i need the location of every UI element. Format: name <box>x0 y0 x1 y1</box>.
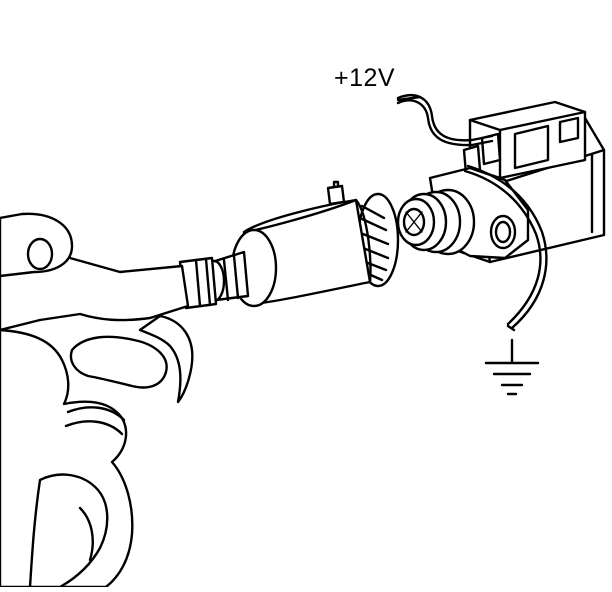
mounting-hole <box>489 214 517 250</box>
air-gun <box>0 212 218 404</box>
gun-hanger-hole <box>26 237 54 271</box>
hand <box>0 328 168 589</box>
voltage-label: +12V <box>334 64 396 92</box>
wiring <box>396 93 548 396</box>
ground-symbol <box>484 338 540 396</box>
solenoid-housing <box>396 100 606 264</box>
filter-cartridge <box>202 180 400 308</box>
